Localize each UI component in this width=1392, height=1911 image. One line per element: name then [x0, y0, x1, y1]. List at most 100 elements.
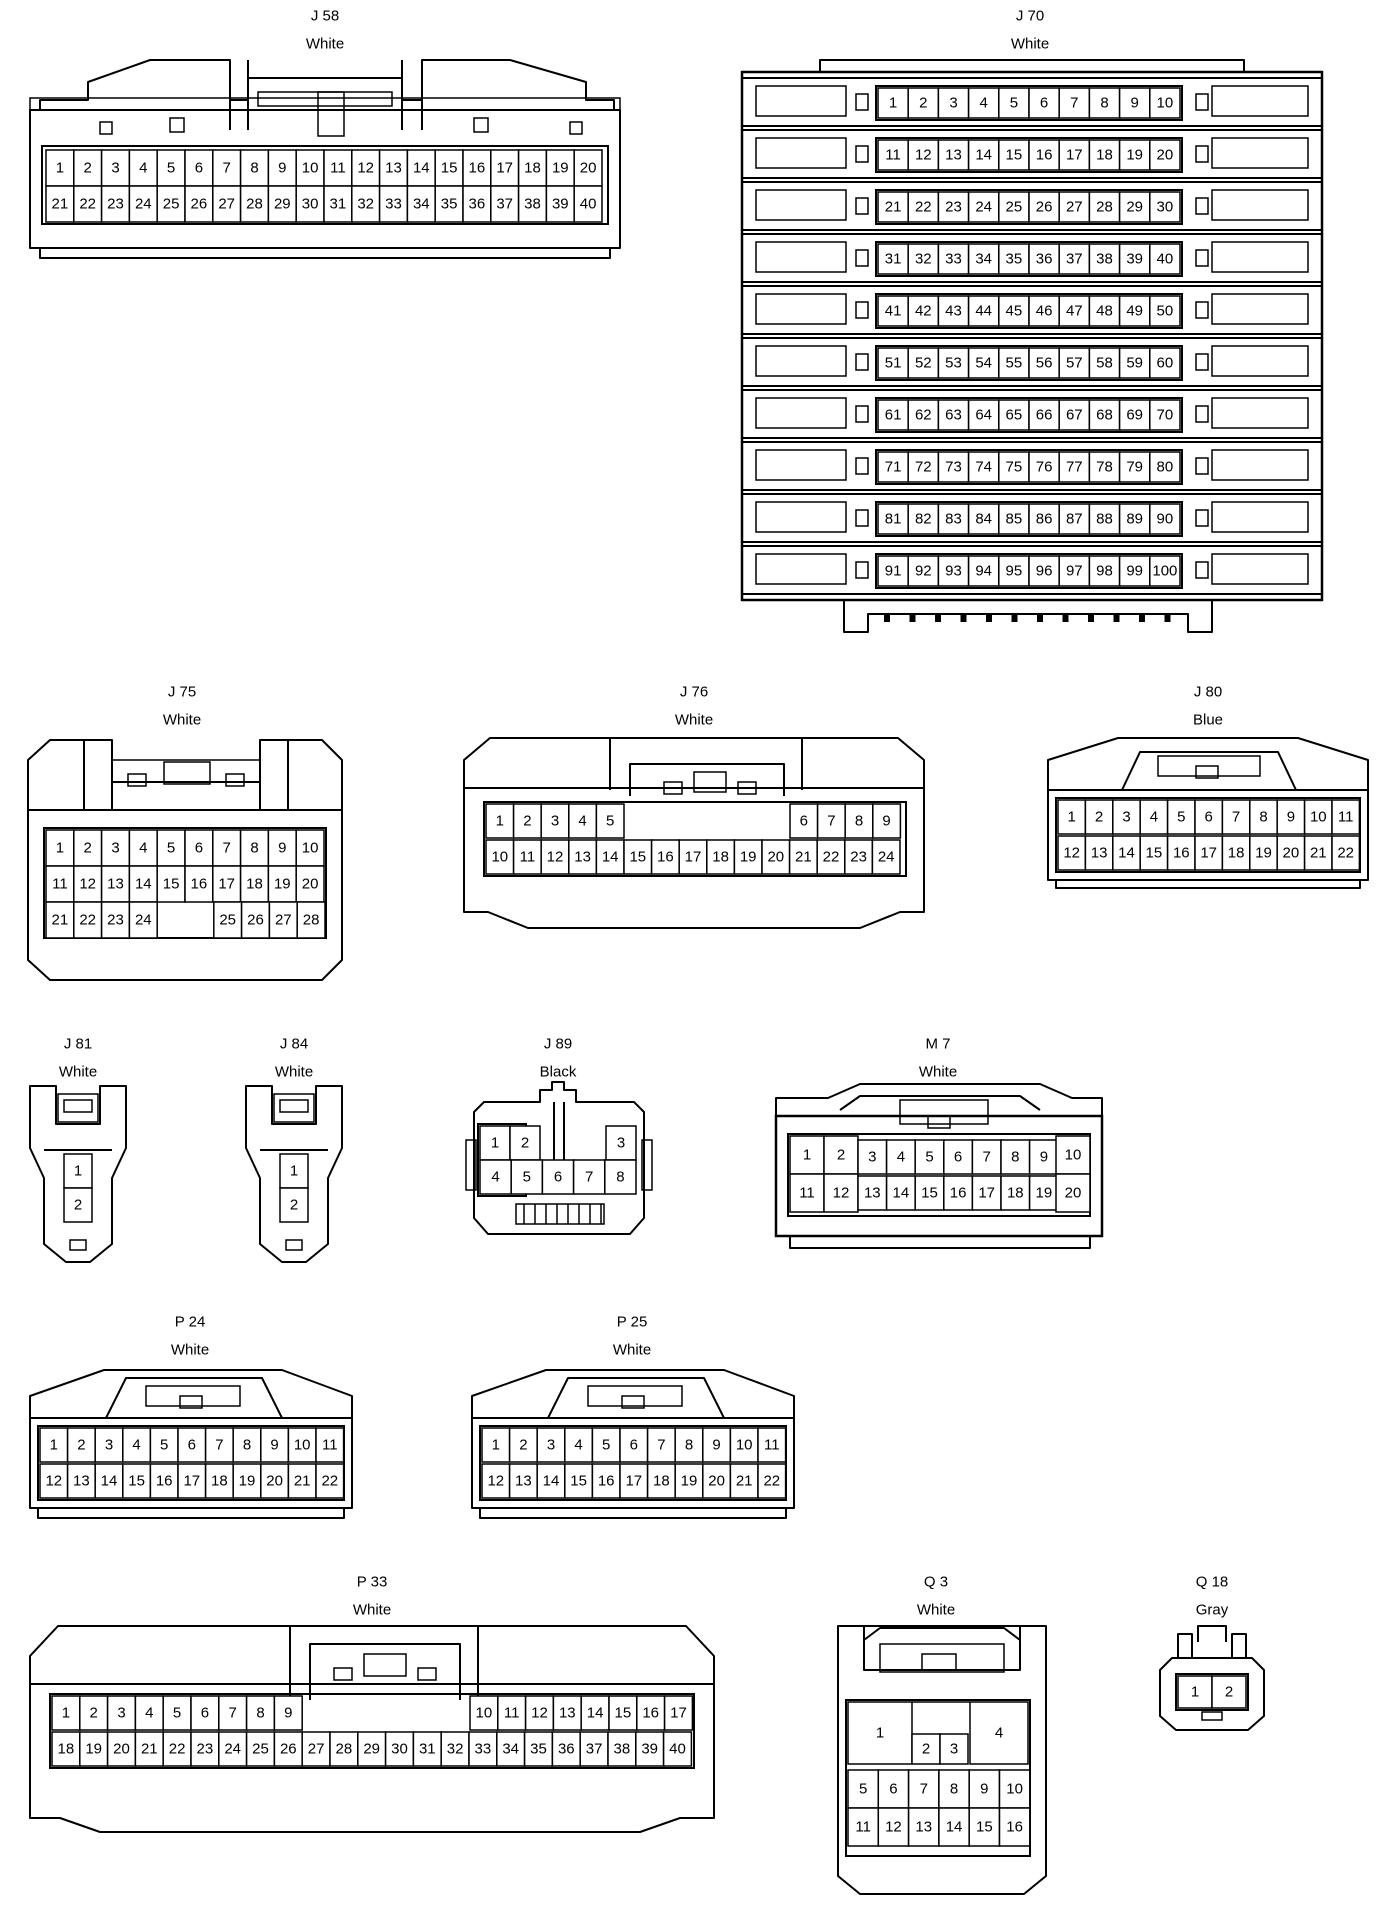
row-shell [741, 129, 1323, 179]
pin-number: 31 [885, 251, 902, 268]
pin-cavity [1088, 555, 1121, 587]
pin-grid [875, 137, 1183, 173]
pin-cell: 2 [1084, 799, 1114, 835]
pin-cavity [702, 1463, 732, 1499]
pin-cavity [540, 839, 570, 875]
key-slot [333, 1667, 353, 1681]
pin-cavity [79, 1731, 109, 1767]
key-slot [1195, 561, 1209, 579]
pin-number: 96 [1036, 563, 1053, 580]
pin-cavity [1211, 1675, 1247, 1709]
pin-number: 7 [223, 840, 231, 857]
pin-cell: 17 [212, 865, 242, 903]
pin-cell: 12 [823, 1173, 859, 1213]
pin-cell: 67 [1058, 399, 1091, 431]
pin-cell: 1 [39, 1427, 69, 1463]
lock-frame [1121, 751, 1297, 791]
pin-number: 32 [915, 251, 932, 268]
pin-cavity [937, 243, 970, 275]
pin-cell: 34 [967, 243, 1000, 275]
pin-cell: 22 [757, 1463, 787, 1499]
pin-cell: 17 [678, 839, 708, 875]
pin-cell: 1 [63, 1153, 93, 1189]
pin-cell: 4 [564, 1427, 594, 1463]
connector-color-label: White [353, 1602, 391, 1619]
pin-cavity [45, 865, 75, 903]
pin-cell: 9 [872, 803, 902, 839]
pin-cell: 11 [323, 149, 353, 187]
pin-cell: 20 [573, 149, 603, 187]
pin-cell: 66 [1028, 399, 1060, 431]
pin-cell: 13 [907, 1807, 940, 1847]
terminal-tab [884, 614, 890, 622]
pin-cell: 5 [156, 829, 186, 867]
pin-cell: 12 [907, 139, 940, 171]
pin-cell: 14 [580, 1695, 610, 1731]
pin-cell: 12 [73, 865, 103, 903]
pin-cell: 65 [998, 399, 1030, 431]
pin-number: 6 [630, 1437, 638, 1454]
pin-number: 86 [1036, 511, 1053, 528]
pin-cell: 11 [45, 865, 75, 903]
pin-cavity [1118, 191, 1151, 223]
pin-number: 22 [79, 196, 96, 213]
pin-cavity [877, 139, 909, 171]
pin-cavity [1028, 399, 1060, 431]
pin-cavity [479, 1159, 512, 1195]
pin-cell: 2 [509, 1125, 541, 1161]
housing-base [789, 1236, 1091, 1249]
pin-cell: 4 [885, 1139, 916, 1175]
pin-cavity [260, 1427, 290, 1463]
pin-cavity [971, 1175, 1002, 1211]
pin-cavity [149, 1463, 179, 1499]
pin-cavity [572, 1159, 606, 1195]
pin-cell: 6 [190, 1695, 220, 1731]
terminal-tab [1139, 614, 1145, 622]
pin-cavity [1058, 139, 1091, 171]
pin-number: 2 [919, 95, 927, 112]
pin-cell: 11 [757, 1427, 787, 1463]
pin-cell: 3 [536, 1427, 566, 1463]
pin-number: 13 [107, 876, 124, 893]
key-slot [1195, 197, 1209, 215]
pin-cell: 7 [218, 1695, 248, 1731]
pin-cavity [177, 1427, 207, 1463]
pin-number: 8 [250, 160, 258, 177]
pin-number: 53 [945, 355, 962, 372]
pin-grid [875, 449, 1183, 485]
housing-base [1055, 880, 1361, 889]
housing-base [463, 900, 925, 912]
lock-tab [899, 1099, 989, 1125]
pin-cavity [1118, 451, 1151, 483]
pin-cell: 7 [572, 1159, 606, 1195]
pin-cavity [907, 451, 940, 483]
pin-cell: 22 [73, 185, 103, 223]
pin-number: 76 [1036, 459, 1053, 476]
pin-cavity [462, 149, 492, 187]
pin-number: 23 [850, 849, 867, 866]
pin-number: 14 [413, 160, 430, 177]
pin-cell: 12 [1057, 835, 1087, 871]
pin-cavity [509, 1125, 541, 1161]
pin-number: 19 [239, 1473, 256, 1490]
connector-id-label: P 33 [357, 1574, 388, 1591]
connector-color-label: White [917, 1602, 955, 1619]
pin-cell: 49 [1118, 295, 1151, 327]
pin-number: 14 [587, 1705, 604, 1722]
pin-cell: 9 [968, 1769, 1001, 1809]
pin-cell: 5 [1166, 799, 1196, 835]
pin-cell: 4 [568, 803, 598, 839]
pin-number: 33 [475, 1741, 492, 1758]
pin-cavity [1149, 139, 1181, 171]
pin-cavity [1055, 1135, 1091, 1175]
pin-grid [483, 801, 907, 877]
pin-cavity [536, 1427, 566, 1463]
pin-number: 17 [670, 1705, 687, 1722]
pin-cavity [94, 1463, 124, 1499]
pin-number: 35 [530, 1741, 547, 1758]
pin-number: 18 [653, 1473, 670, 1490]
pin-number: 8 [1100, 95, 1108, 112]
pin-number: 1 [56, 160, 64, 177]
